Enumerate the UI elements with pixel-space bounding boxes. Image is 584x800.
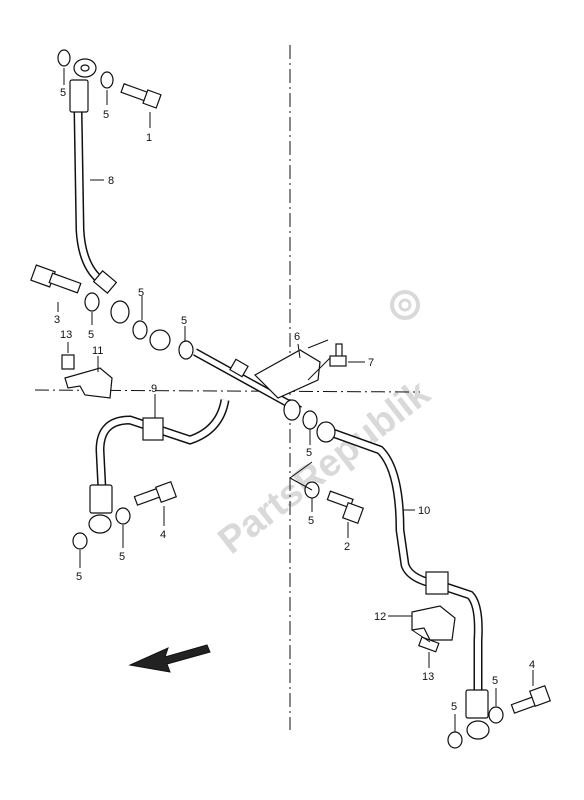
hose-9 <box>88 399 230 534</box>
callout-10: 10 <box>418 505 430 517</box>
callout-12: 12 <box>374 611 386 623</box>
callout-5e: 5 <box>181 315 187 327</box>
clamp-12 <box>411 605 456 641</box>
callout-13b: 13 <box>422 671 434 683</box>
callout-1: 1 <box>146 132 152 144</box>
clamp-11 <box>64 367 113 399</box>
bolt-2 <box>326 490 365 525</box>
callout-13a: 13 <box>60 329 72 341</box>
callout-5h: 5 <box>306 447 312 459</box>
callout-5b: 5 <box>103 109 109 121</box>
washer-top-left <box>57 49 71 67</box>
hose-10 <box>316 421 490 740</box>
callout-9: 9 <box>151 383 157 395</box>
washer-5g <box>115 507 131 525</box>
callout-2: 2 <box>344 541 350 553</box>
gear-icon <box>390 290 420 320</box>
bolt-7 <box>329 343 347 367</box>
leader-lines <box>57 68 534 732</box>
washer-5k <box>447 731 463 749</box>
callout-6: 6 <box>294 331 300 343</box>
bolt-4b <box>510 684 552 714</box>
washer-top-right <box>100 71 114 89</box>
bolt-13b <box>418 636 440 653</box>
washer-5f <box>72 532 88 550</box>
washer-5l <box>488 706 504 724</box>
callout-5g: 5 <box>119 551 125 563</box>
callout-5f: 5 <box>76 571 82 583</box>
callouts: 5 5 1 8 3 5 5 5 13 11 6 7 9 5 4 5 5 5 5 … <box>54 87 535 713</box>
washer-5c <box>84 292 100 312</box>
callout-5d: 5 <box>138 287 144 299</box>
callout-4b: 4 <box>529 659 535 671</box>
callout-5l: 5 <box>451 701 457 713</box>
callout-4a: 4 <box>160 529 166 541</box>
direction-arrow <box>128 644 211 673</box>
callout-3: 3 <box>54 314 60 326</box>
washer-5h <box>302 410 318 430</box>
bolt-3 <box>30 264 82 294</box>
pipe-assembly <box>149 329 321 421</box>
callout-7: 7 <box>368 357 374 369</box>
callout-8: 8 <box>108 175 114 187</box>
horizontal-reference-line <box>34 389 421 393</box>
callout-11: 11 <box>92 345 103 357</box>
callout-5a: 5 <box>60 87 66 99</box>
callout-5k: 5 <box>492 675 498 687</box>
washer-5d <box>132 320 148 340</box>
callout-5i: 5 <box>308 515 314 527</box>
bolt-1 <box>120 83 162 109</box>
callout-5c: 5 <box>88 329 94 341</box>
bolt-4a <box>133 480 178 506</box>
hose-8 <box>69 58 130 324</box>
bolt-13a <box>61 354 75 370</box>
